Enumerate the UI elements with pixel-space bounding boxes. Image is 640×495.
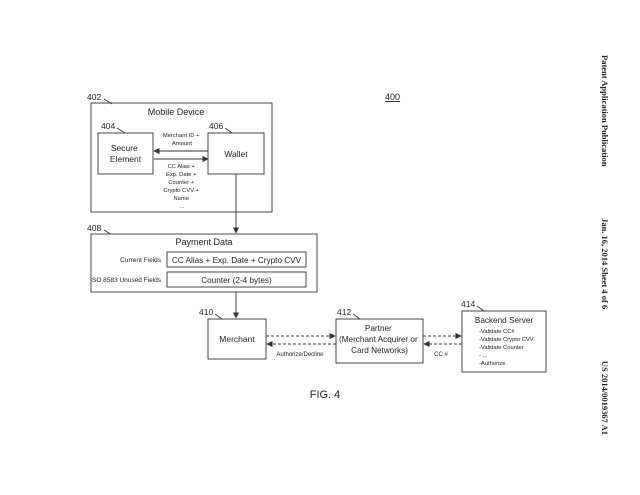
unused-fields-box xyxy=(166,271,307,288)
ref-412: 412 xyxy=(337,307,351,317)
secure-element-line-2: Element xyxy=(110,154,142,164)
authorize-decline-label: Authorize/Decline xyxy=(276,352,324,358)
mobile-device-box xyxy=(90,102,273,213)
response-label-line-2: Exp. Date + xyxy=(166,172,197,178)
backend-item-2: -Validate Crypto CVV xyxy=(479,337,534,343)
response-label-line-1: CC Alias + xyxy=(168,164,196,170)
leader-414 xyxy=(476,305,485,312)
cc-number-label: CC # xyxy=(434,352,448,358)
wallet-box xyxy=(207,132,265,175)
current-fields-box xyxy=(166,251,307,268)
backend-item-5: -Authorize xyxy=(479,361,505,367)
leader-404 xyxy=(116,127,126,134)
patent-header-text: Patent Application Publication Jan. 16, … xyxy=(600,55,610,435)
request-label: Merchant ID + Amount xyxy=(163,133,201,147)
request-label-line-1: Merchant ID + xyxy=(163,133,200,139)
unused-fields-value: Counter (2-4 bytes) xyxy=(201,276,272,285)
leader-412 xyxy=(352,313,361,320)
publication-label: Patent Application Publication xyxy=(600,55,610,167)
publication-number: US 2014/0019367 A1 xyxy=(600,360,610,435)
partner-line-3: Card Networks) xyxy=(351,346,408,355)
patent-header-sidebar: Patent Application Publication Jan. 16, … xyxy=(596,55,610,435)
partner-line-1: Partner xyxy=(365,324,392,333)
request-label-line-2: Amount xyxy=(172,141,192,147)
leader-410 xyxy=(214,313,223,320)
mobile-device-title: Mobile Device xyxy=(148,107,205,117)
wallet-label: Wallet xyxy=(224,149,248,159)
backend-item-4: - ... xyxy=(479,353,488,359)
partner-line-2: (Merchant Acquirer or xyxy=(339,335,418,344)
secure-element-line-1: Secure xyxy=(111,143,138,153)
ref-410: 410 xyxy=(199,307,213,317)
backend-server-box xyxy=(461,310,547,373)
backend-server-title: Backend Server xyxy=(475,316,534,325)
unused-fields-label: ISO 8583 Unused Fields xyxy=(90,277,162,284)
response-label: CC Alias + Exp. Date + Counter + Crypto … xyxy=(163,164,200,210)
current-fields-label: Current Fields xyxy=(120,257,162,264)
leader-406 xyxy=(224,127,233,134)
backend-item-1: -Validate CC# xyxy=(479,329,515,335)
ref-408: 408 xyxy=(87,223,101,233)
partner-box xyxy=(335,318,424,364)
figure-caption: FIG. 4 xyxy=(310,389,341,401)
figure-ref-400: 400 xyxy=(385,92,400,102)
ref-402: 402 xyxy=(87,92,101,102)
ref-404: 404 xyxy=(101,121,115,131)
secure-element-box xyxy=(97,132,154,175)
response-label-line-4: Crypto CVV + xyxy=(163,188,199,194)
response-label-line-6: ... xyxy=(180,204,185,210)
ref-414: 414 xyxy=(461,299,475,309)
backend-server-items: -Validate CC# -Validate Crypto CVV -Vali… xyxy=(479,329,535,367)
secure-element-label: Secure Element xyxy=(110,143,142,164)
backend-item-3: -Validate Counter xyxy=(479,345,524,351)
response-label-line-5: Name xyxy=(173,196,188,202)
ref-406: 406 xyxy=(209,121,223,131)
current-fields-value: CC Alias + Exp. Date + Crypto CVV xyxy=(172,256,302,265)
merchant-label: Merchant xyxy=(219,334,255,344)
partner-label: Partner (Merchant Acquirer or Card Netwo… xyxy=(339,324,420,355)
payment-data-title: Payment Data xyxy=(175,237,232,247)
merchant-box xyxy=(207,318,267,360)
response-label-line-3: Counter + xyxy=(168,180,194,186)
date-sheet-label: Jan. 16, 2014 Sheet 4 of 6 xyxy=(600,218,610,310)
